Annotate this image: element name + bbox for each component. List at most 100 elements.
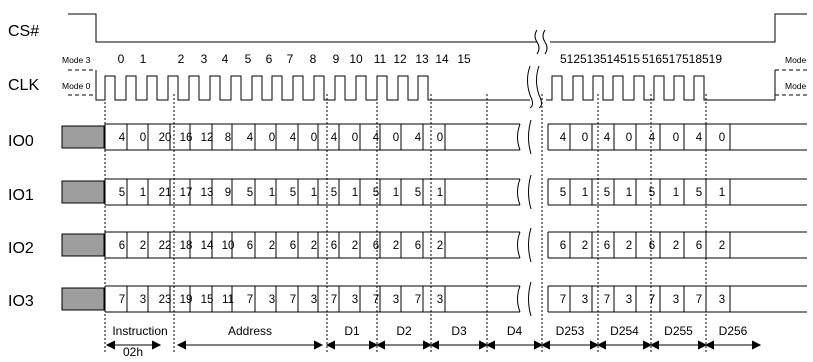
io-bit-value: 5 [331,187,337,199]
clk-break-mark-1 [527,65,533,109]
data-phase-label: D256 [719,324,748,338]
io1-signal-label: IO1 [8,187,34,204]
io-bit-value: 23 [159,294,172,306]
clock-number: 6 [266,52,273,66]
io-bit-value: 1 [393,187,399,199]
clock-number: 12 [393,52,407,66]
clock-number: 10 [349,52,363,66]
io-bit-value: 0 [626,132,632,144]
io-bit-value: 6 [247,240,253,252]
clock-number: 514 [600,52,620,66]
io-break-mark-2 [528,174,532,210]
io-bit-value: 2 [626,240,632,252]
data-phase-arrow-head-left [429,340,440,350]
data-phase-label: D1 [344,324,360,338]
io-bit-value: 3 [393,294,399,306]
data-phase-arrow-head-left [325,340,336,350]
io-bit-value: 2 [673,240,679,252]
io-bus-outline-right [548,285,775,313]
io-bit-value: 3 [673,294,679,306]
clock-number: 13 [415,52,429,66]
data-phase-arrow-head-right [368,340,379,350]
io-bit-value: 0 [393,132,399,144]
data-phase-label: D2 [396,324,412,338]
clock-number: 513 [580,52,600,66]
io-bit-value: 1 [311,187,317,199]
io-bit-value: 4 [331,132,338,144]
data-phase-label: D4 [507,324,523,338]
io-bit-value: 21 [159,187,172,199]
clock-number: 8 [310,52,317,66]
io-bit-value: 17 [180,187,193,199]
io-bit-value: 0 [582,132,588,144]
io-bit-value: 4 [290,132,297,144]
io-bit-value: 15 [201,294,214,306]
io-bit-value: 5 [290,187,296,199]
data-phase-arrow-head-left [704,340,715,350]
io-bit-value: 7 [290,294,296,306]
io-bus-outline-left [105,178,520,206]
io-bit-value: 3 [626,294,632,306]
io-bit-value: 7 [560,294,566,306]
clock-number: 519 [702,52,722,66]
data-phase-arrow-head-left [485,340,496,350]
io-bit-value: 2 [352,240,358,252]
io-bus-outline-left [105,231,520,259]
io-bit-value: 4 [696,132,703,144]
data-phase-arrow-head-left [649,340,660,350]
io-bit-value: 0 [719,132,725,144]
io-bit-value: 2 [582,240,588,252]
data-phase-arrow-head-left [596,340,607,350]
io-bit-value: 5 [119,187,125,199]
io-bit-value: 2 [437,240,443,252]
address-arrow-head-left [176,340,187,350]
io-break-mark-1 [517,231,521,259]
clock-number: 516 [642,52,662,66]
data-phase-arrow-head-right [422,340,433,350]
io3-signal-label: IO3 [8,293,34,310]
io-bit-value: 5 [247,187,253,199]
io-bit-value: 11 [222,294,234,306]
io-bit-value: 1 [352,187,358,199]
clock-number: 3 [201,52,208,66]
io-bit-value: 13 [201,187,214,199]
data-phase-arrow-head-right [478,340,489,350]
io-undefined-region [61,180,105,204]
io-bit-value: 7 [696,294,702,306]
io-bit-value: 3 [437,294,443,306]
io-bit-value: 19 [180,294,193,306]
io-bit-value: 2 [269,240,275,252]
clock-number: 7 [287,52,294,66]
io-bit-value: 5 [604,187,610,199]
io-bus-outline-left [105,123,520,151]
io-bit-value: 9 [225,187,231,199]
clock-number: 11 [374,52,387,66]
cs-line-low-2 [550,13,807,43]
io-bit-value: 2 [311,240,317,252]
data-phase-arrow-head-left [375,340,386,350]
io-break-mark-2 [528,227,532,263]
io-bit-value: 4 [373,132,380,144]
data-phase-arrow-head-right [642,340,653,350]
io-break-mark-1 [517,178,521,206]
io-break-mark-1 [517,285,521,313]
io-break-mark-2 [528,281,532,317]
cs-signal-label: CS# [8,23,39,40]
clk-waveform [95,70,776,101]
clk-break-mark-2 [536,65,542,109]
mode3-label: Mode 3 [62,55,91,65]
io-bit-value: 0 [673,132,679,144]
io-bit-value: 7 [604,294,610,306]
io-bus-outline-left [105,285,520,313]
io-bit-value: 1 [140,187,146,199]
io-bit-value: 0 [437,132,443,144]
io-bit-value: 6 [331,240,337,252]
io-break-mark-1 [517,123,521,151]
data-phase-arrow-head-left [540,340,551,350]
io-bit-value: 22 [159,240,172,252]
io0-signal-label: IO0 [8,133,34,150]
instruction-arrow-head-left [105,340,116,350]
instruction-label: Instruction [112,324,167,338]
